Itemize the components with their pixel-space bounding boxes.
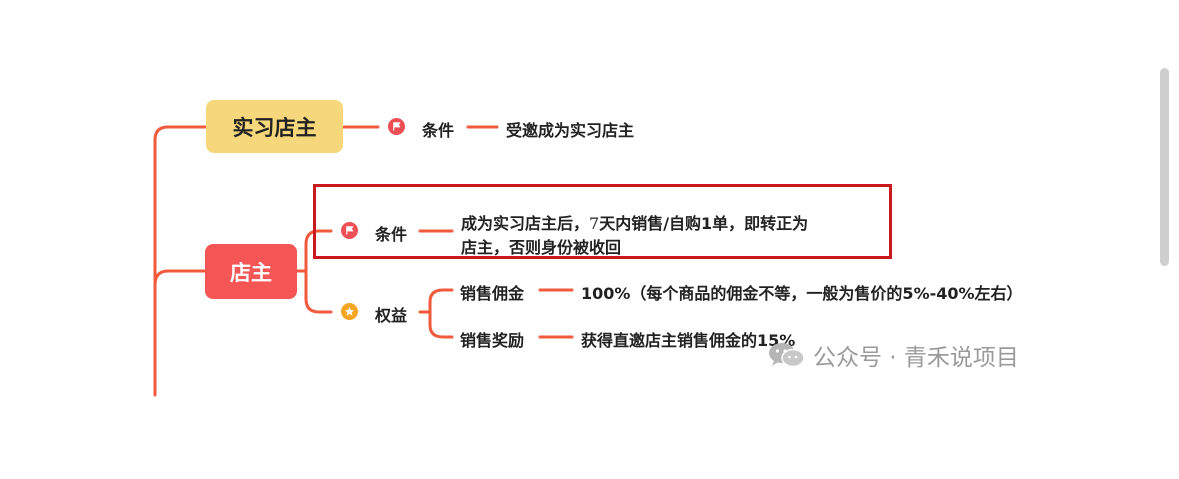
sales-commission-value: 100%（每个商品的佣金不等，一般为售价的5%-40%左右） — [581, 284, 1023, 303]
trunk-to-owner — [153, 269, 207, 287]
flag-icon — [388, 118, 405, 135]
owner-to-rights — [304, 269, 333, 314]
sales-reward-label: 销售奖励 — [460, 331, 525, 350]
owner-condition-line1: 成为实习店主后，7天内销售/自购1单，即转正为 — [461, 214, 809, 233]
owner-to-condition — [304, 229, 333, 273]
sales-reward-value: 获得直邀店主销售佣金的15% — [581, 331, 796, 350]
flag-icon — [341, 222, 358, 239]
owner-condition-label: 条件 — [375, 225, 408, 244]
vertical-scrollbar[interactable] — [1160, 68, 1169, 266]
node-intern-owner[interactable]: 实习店主 — [206, 100, 343, 153]
node-intern-owner-label: 实习店主 — [232, 115, 317, 140]
wechat-icon — [769, 343, 805, 368]
intern-condition-label: 条件 — [422, 121, 455, 140]
rights-to-reward — [428, 310, 454, 339]
rights-to-commission — [428, 288, 454, 314]
watermark: 公众号 · 青禾说项目 — [767, 338, 1019, 372]
node-owner-label: 店主 — [230, 260, 272, 285]
highlight-box — [313, 184, 892, 259]
owner-rights-label: 权益 — [375, 306, 408, 325]
sales-commission-label: 销售佣金 — [460, 284, 525, 303]
intern-condition-text: 受邀成为实习店主 — [506, 121, 635, 140]
trunk-line — [153, 125, 208, 397]
node-owner[interactable]: 店主 — [205, 244, 297, 299]
star-icon — [341, 303, 358, 320]
owner-condition-line2: 店主，否则身份被收回 — [461, 238, 622, 257]
watermark-text: 公众号 · 青禾说项目 — [813, 345, 1019, 371]
